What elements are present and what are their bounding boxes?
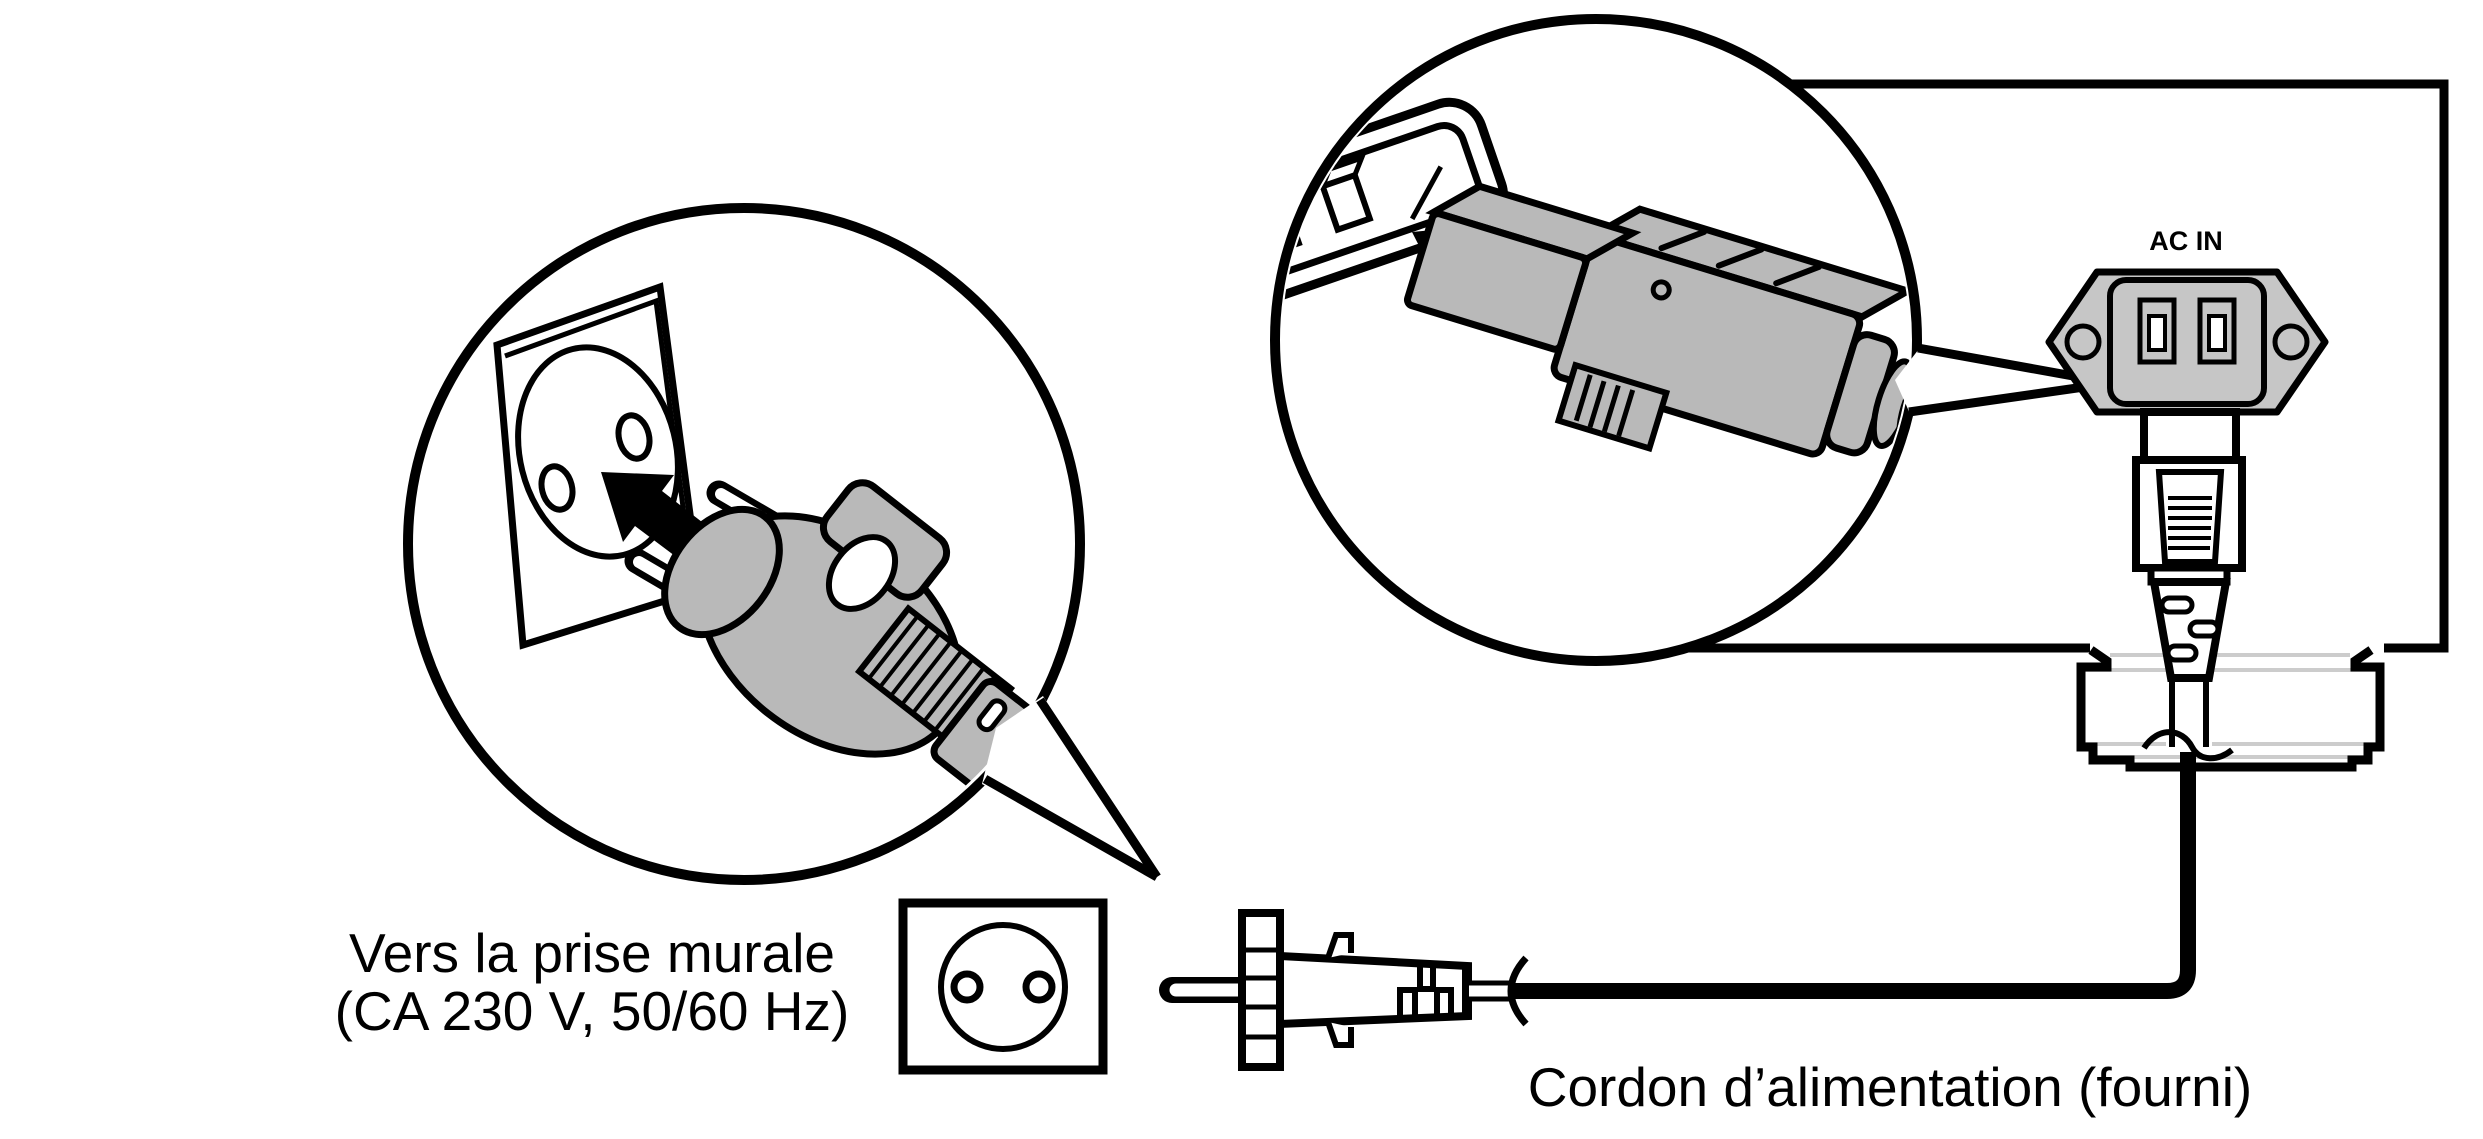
wall-socket-label-line1: Vers la prise murale [349,922,835,984]
outlet-hole [615,412,653,462]
power-cable [1512,752,2196,999]
cord-break-mark-icon [1507,955,1529,1027]
wall-socket-label-line2: (CA 230 V, 50/60 Hz) [335,980,850,1042]
wall-outlet-icon [898,898,1108,1075]
power-cord-label: Cordon d’alimentation (fourni) [1528,1056,2253,1118]
ac-inlet-icon [2045,268,2329,416]
euro-power-plug-icon [624,479,1060,808]
power-plug-connected [2132,408,2246,762]
device-rear-panel [1684,79,2449,653]
magnifier-callout-left [403,203,1161,885]
iec-connector-icon [1403,182,1910,458]
callout-tail-left [982,696,1161,881]
outlet-hole [538,463,576,513]
cord-pass-through-mark [2141,729,2234,762]
power-cord-plug-side-view [1159,909,1529,1071]
ac-in-label: AC IN [2149,226,2223,256]
magnifier-callout-right [1270,14,2113,666]
